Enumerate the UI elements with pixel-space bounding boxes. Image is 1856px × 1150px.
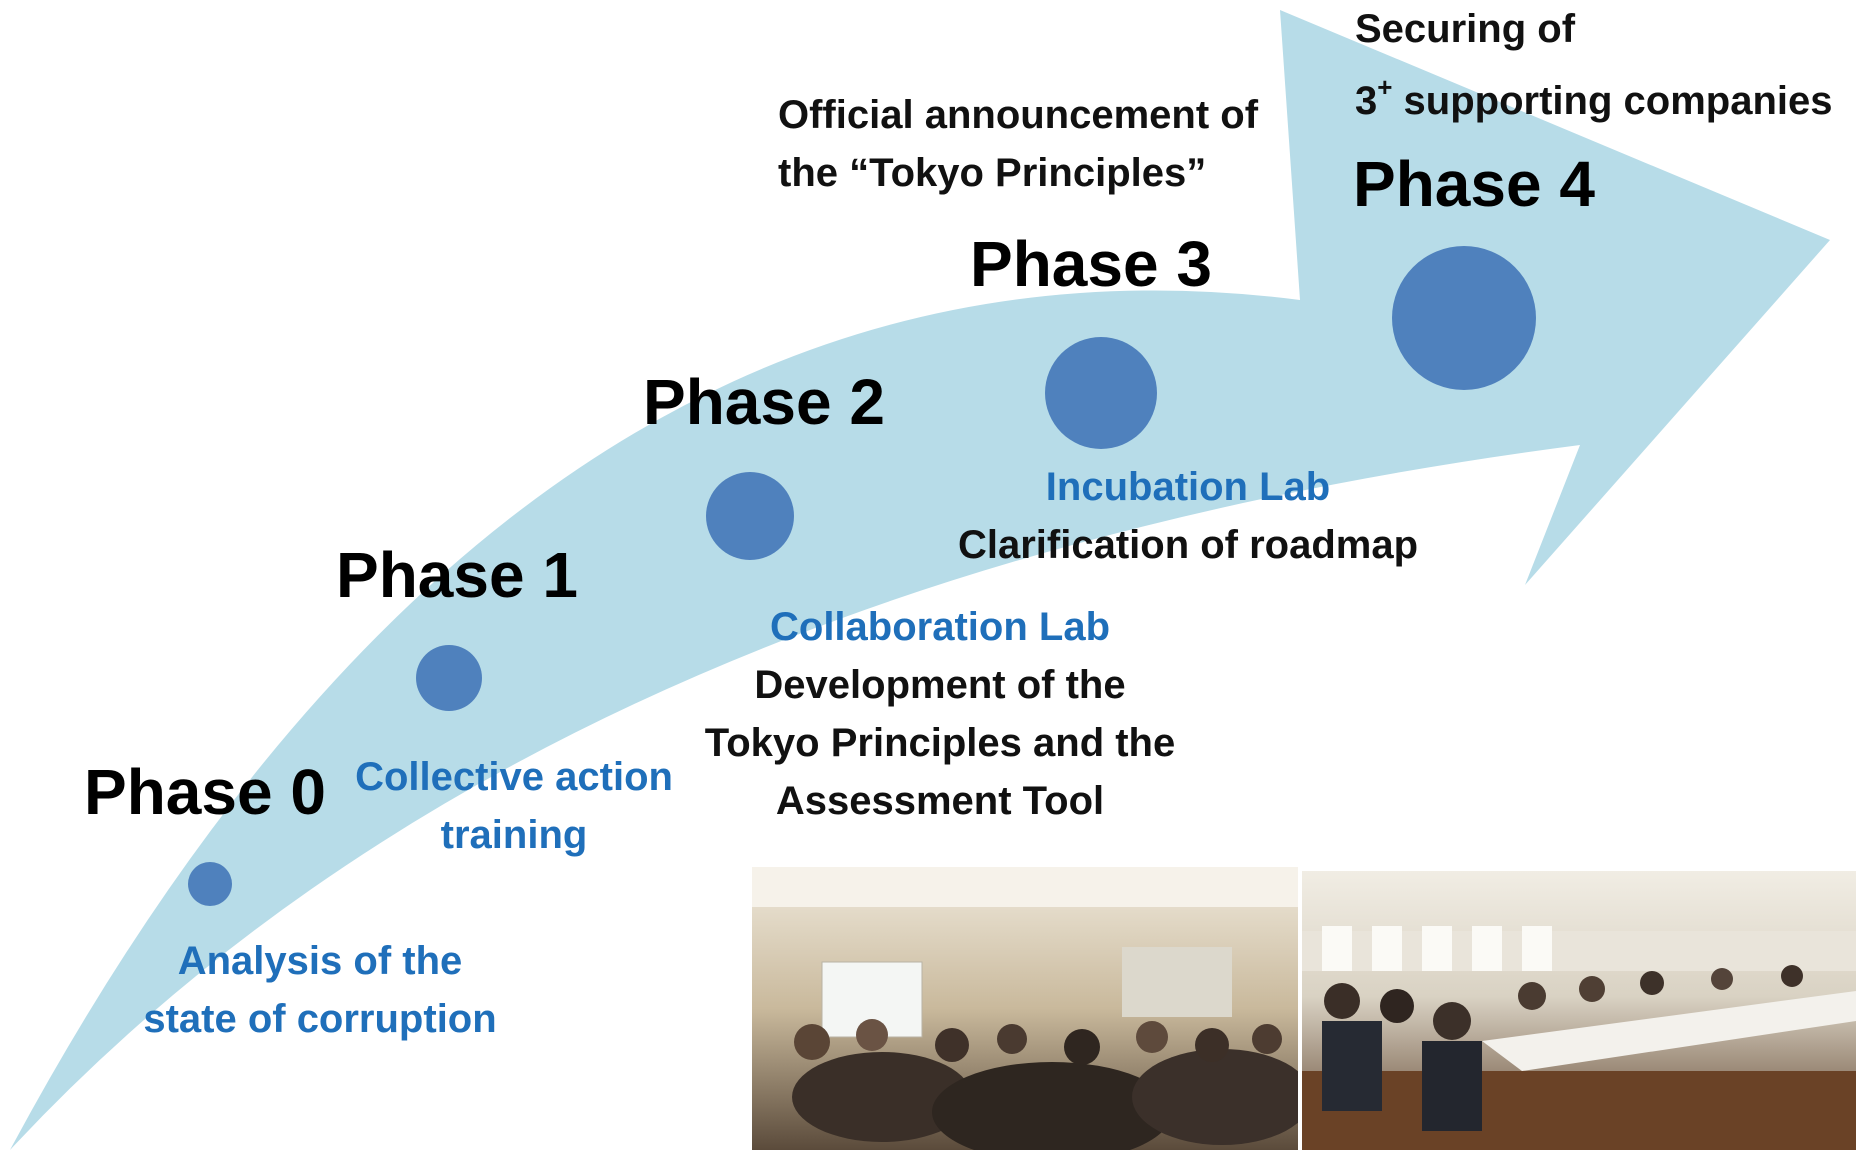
banquet-photo-illustration [752, 867, 1298, 1150]
phase-0-activity-line2: state of corruption [143, 997, 497, 1041]
phase-1-activity-line1: Collective action [355, 755, 673, 799]
phase-4-milestone-superscript: + [1377, 72, 1393, 102]
phase-2-title: Phase 2 [643, 366, 885, 438]
phase-0-activity: Analysis of the state of corruption [120, 932, 520, 1048]
phase-2-description-line2: Tokyo Principles and the [704, 721, 1176, 765]
meeting-photo-banquet [752, 867, 1298, 1150]
phase-3-milestone-line1: Official announcement of [778, 93, 1259, 137]
phase-4-milestone-number: 3 [1355, 79, 1378, 123]
conference-photo-illustration [1302, 871, 1856, 1150]
phase-0-activity-line1: Analysis of the [177, 939, 463, 983]
phase-1-dot [416, 645, 482, 711]
phase-3-milestone: Official announcement of the “Tokyo Prin… [778, 86, 1258, 202]
meeting-photo-conference [1302, 871, 1856, 1150]
phase-2-description-line3: Assessment Tool [775, 779, 1105, 823]
phase-4-milestone-line1: Securing of [1355, 7, 1576, 51]
phase-4-dot [1392, 246, 1536, 390]
phase-2-description: Development of the Tokyo Principles and … [680, 656, 1200, 830]
phase-1-activity: Collective action training [339, 748, 689, 864]
phase-4-milestone: Securing of 3+ supporting companies [1355, 0, 1832, 130]
phase-0-title: Phase 0 [84, 756, 326, 828]
phase-3-title: Phase 3 [970, 228, 1212, 300]
phase-2-description-line1: Development of the [754, 663, 1126, 707]
incubation-lab-label: Incubation Lab [1045, 465, 1331, 509]
phase-3-milestone-line2: the “Tokyo Principles” [778, 151, 1207, 195]
phase-3-description: Clarification of roadmap [957, 523, 1419, 567]
phase-0-dot [188, 862, 232, 906]
phase-2-dot [706, 472, 794, 560]
phase-4-milestone-line2: 3+ supporting companies [1355, 58, 1832, 130]
phase-1-title: Phase 1 [336, 539, 578, 611]
phase-3-dot [1045, 337, 1157, 449]
phase-4-title: Phase 4 [1353, 148, 1595, 220]
progress-arrow [10, 10, 1830, 1150]
collaboration-lab-label: Collaboration Lab [770, 605, 1110, 649]
phase-4-milestone-text: supporting companies [1392, 79, 1833, 123]
phase-1-activity-line2: training [440, 813, 588, 857]
